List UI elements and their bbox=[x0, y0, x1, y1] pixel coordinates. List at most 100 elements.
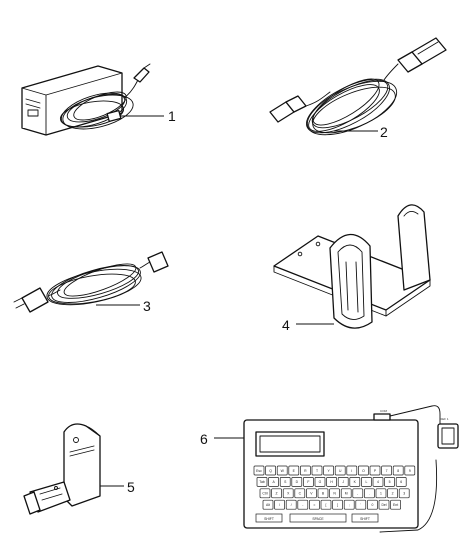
keypad-key[interactable] bbox=[352, 488, 364, 499]
keypad-key-label: B bbox=[322, 492, 325, 496]
keypad-key[interactable] bbox=[297, 499, 309, 510]
keypad-key[interactable] bbox=[265, 465, 276, 476]
keypad-key-label: R bbox=[304, 469, 307, 473]
keypad-key-label: M bbox=[345, 492, 348, 496]
keypad-key[interactable] bbox=[384, 477, 395, 487]
keypad-key-label: , bbox=[357, 492, 358, 496]
keypad-key[interactable] bbox=[253, 465, 265, 476]
callout-1: 1 bbox=[168, 108, 176, 124]
keypad-key-label: [ bbox=[326, 503, 327, 507]
keypad-key[interactable] bbox=[387, 488, 398, 499]
keypad-key[interactable] bbox=[271, 488, 282, 499]
keypad-key-label: X bbox=[287, 492, 290, 496]
callout-4: 4 bbox=[282, 317, 290, 333]
keypad-key[interactable] bbox=[326, 477, 337, 487]
keypad-key-label: J bbox=[342, 480, 344, 484]
keypad-key-label: T bbox=[316, 469, 318, 473]
keypad-key[interactable] bbox=[337, 477, 349, 487]
keypad-key[interactable] bbox=[404, 465, 416, 476]
keypad-key[interactable] bbox=[378, 499, 390, 510]
keypad-key[interactable] bbox=[395, 477, 407, 487]
keypad-key[interactable] bbox=[300, 465, 311, 476]
keypad-key-label: . bbox=[369, 492, 370, 496]
keypad-key[interactable] bbox=[343, 499, 355, 510]
keypad-key[interactable] bbox=[390, 499, 401, 510]
keypad-key[interactable] bbox=[369, 465, 381, 476]
keypad-key[interactable] bbox=[392, 465, 404, 476]
key-shift-right[interactable] bbox=[351, 513, 379, 523]
keypad-key[interactable] bbox=[332, 499, 343, 510]
keypad-key[interactable] bbox=[274, 499, 285, 510]
label-cable-end: DEF 1 bbox=[440, 417, 449, 421]
keypad-key[interactable] bbox=[268, 477, 279, 487]
keypad-key[interactable] bbox=[314, 477, 326, 487]
keypad-key-label: O bbox=[362, 469, 365, 473]
keypad-key[interactable] bbox=[311, 465, 323, 476]
paper-stand-drawing: 4 bbox=[273, 204, 431, 333]
keypad-key[interactable] bbox=[329, 488, 340, 499]
keypad-key-label: 7 bbox=[386, 469, 388, 473]
keypad-key-label: S bbox=[284, 480, 287, 484]
keypad-key[interactable] bbox=[346, 465, 358, 476]
key-shift-right-label: SHIFT bbox=[360, 517, 370, 521]
keypad-key-label: 9 bbox=[409, 469, 411, 473]
keypad-key[interactable] bbox=[361, 477, 372, 487]
keypad-key-label: \ bbox=[279, 503, 280, 507]
callout-3: 3 bbox=[143, 298, 151, 314]
keypad-key[interactable] bbox=[340, 488, 352, 499]
keypad-key-label: 1 bbox=[380, 492, 382, 496]
keypad-key[interactable] bbox=[398, 488, 410, 499]
keypad-key-label: 8 bbox=[397, 469, 399, 473]
keypad-key-label: H bbox=[330, 480, 333, 484]
key-shift-left-label: SHIFT bbox=[264, 517, 274, 521]
callout-6: 6 bbox=[200, 431, 208, 447]
serial-adapter-drawing: 5 bbox=[23, 423, 135, 515]
keypad-key[interactable] bbox=[288, 465, 300, 476]
key-shift-left[interactable] bbox=[255, 513, 283, 523]
keypad-key[interactable] bbox=[349, 477, 361, 487]
callout-2: 2 bbox=[380, 124, 388, 140]
keypad-key[interactable] bbox=[285, 499, 297, 510]
key-space[interactable] bbox=[289, 513, 347, 523]
keypad-key[interactable] bbox=[294, 488, 306, 499]
keypad-key[interactable] bbox=[276, 465, 288, 476]
power-adapter-drawing: 1 bbox=[21, 63, 176, 136]
keypad-key-label: Z bbox=[276, 492, 278, 496]
keypad-key[interactable] bbox=[303, 477, 314, 487]
key-space-label: SPACE bbox=[312, 517, 324, 521]
keypad-key[interactable] bbox=[372, 477, 384, 487]
keypad-key[interactable] bbox=[367, 499, 378, 510]
keypad-key-label: / bbox=[291, 503, 292, 507]
keypad-key[interactable] bbox=[381, 465, 392, 476]
keypad-key-label: - bbox=[302, 503, 303, 507]
keypad-key[interactable] bbox=[375, 488, 387, 499]
keypad-key-label: 5 bbox=[389, 480, 391, 484]
keypad-key-label: = bbox=[313, 503, 315, 507]
keypad-key[interactable] bbox=[306, 488, 317, 499]
keypad-key[interactable] bbox=[317, 488, 329, 499]
keypad-key[interactable] bbox=[320, 499, 332, 510]
keypad-key[interactable] bbox=[262, 499, 274, 510]
keypad-key-label: U bbox=[339, 469, 342, 473]
keypad-key-label: E bbox=[293, 469, 296, 473]
keypad-key-label: Del bbox=[381, 503, 386, 507]
power-cord-drawing: 3 bbox=[13, 251, 169, 314]
keypad-key-label: 4 bbox=[377, 480, 379, 484]
keypad-key[interactable] bbox=[279, 477, 291, 487]
keypad-key[interactable] bbox=[334, 465, 346, 476]
keypad-key-label: L bbox=[365, 480, 367, 484]
keypad-key-label: Q bbox=[269, 469, 272, 473]
keypad-key[interactable] bbox=[291, 477, 303, 487]
keypad-key[interactable] bbox=[364, 488, 375, 499]
keypad-key-label: Tab bbox=[259, 480, 265, 484]
keypad-key-label: G bbox=[319, 480, 322, 484]
keypad-key[interactable] bbox=[323, 465, 334, 476]
keypad-key[interactable] bbox=[309, 499, 320, 510]
keypad-key[interactable] bbox=[358, 465, 369, 476]
keypad-key[interactable] bbox=[282, 488, 294, 499]
keypad-key[interactable] bbox=[355, 499, 367, 510]
keypad-key[interactable] bbox=[256, 477, 268, 487]
keypad-key[interactable] bbox=[259, 488, 271, 499]
